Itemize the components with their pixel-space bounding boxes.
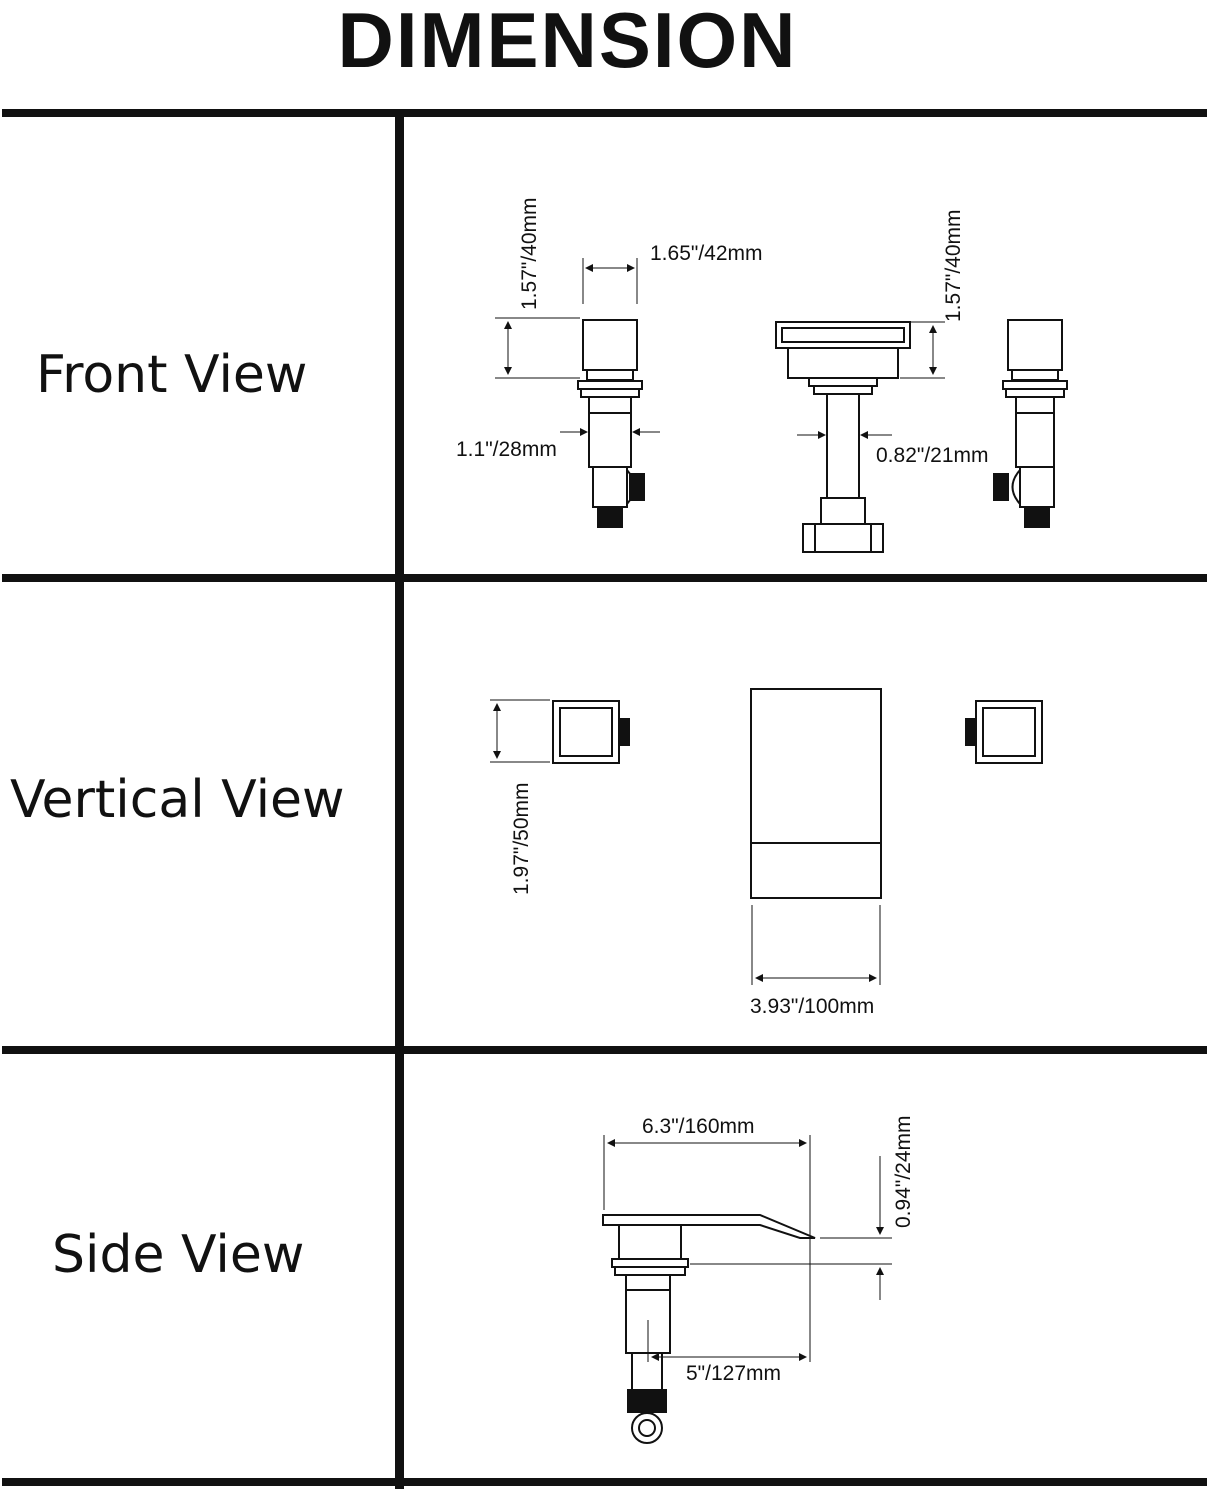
dim-side-spout-height: 0.94"/24mm [892, 1115, 915, 1228]
divider-front-vertical [2, 574, 1207, 582]
front-view-drawing [495, 258, 1068, 553]
row-label-front-view: Front View [36, 345, 308, 405]
front-right-handle [993, 319, 1068, 528]
divider-vertical-side [2, 1046, 1207, 1054]
top-center-spout [750, 688, 882, 899]
row-label-vertical-view: Vertical View [10, 770, 345, 830]
top-left-handle [552, 700, 630, 764]
dim-front-left-height: 1.57"/40mm [518, 197, 541, 310]
dim-front-left-shank: 1.1"/28mm [456, 438, 557, 461]
divider-bottom [2, 1478, 1207, 1486]
side-view-drawing [602, 1135, 892, 1444]
dim-front-left-width: 1.65"/42mm [650, 242, 763, 265]
dim-side-spout-length: 6.3"/160mm [642, 1115, 755, 1138]
front-center-spout [775, 321, 911, 553]
dim-vertical-handle: 1.97"/50mm [510, 782, 533, 895]
dim-vertical-spout-width: 3.93"/100mm [750, 995, 874, 1018]
page-title: DIMENSION [337, 0, 798, 84]
side-spout [602, 1214, 816, 1444]
front-left-handle [577, 319, 645, 528]
row-label-side-view: Side View [52, 1225, 305, 1285]
dim-front-center-shank: 0.82"/21mm [876, 444, 989, 467]
divider-top [2, 109, 1207, 117]
dim-side-reach: 5"/127mm [686, 1362, 781, 1385]
vertical-view-drawing [490, 688, 1043, 985]
dim-front-center-height: 1.57"/40mm [942, 209, 965, 322]
column-divider [395, 109, 404, 1489]
top-right-handle [965, 700, 1043, 764]
